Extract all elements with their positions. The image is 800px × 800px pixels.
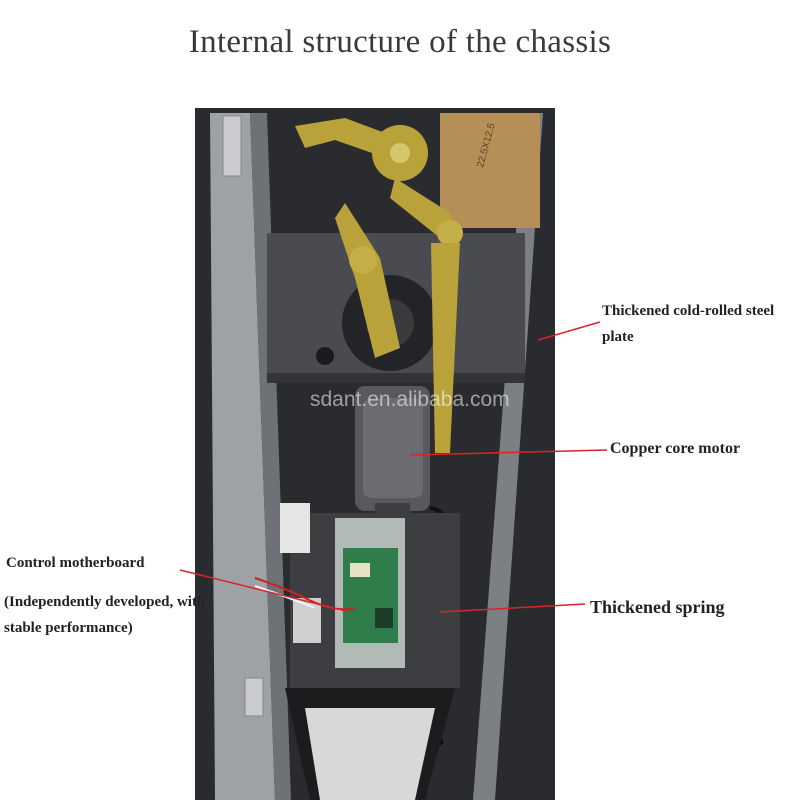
label-spring: Thickened spring <box>590 597 725 617</box>
chassis-photo: 22.5X12.5 <box>195 108 555 800</box>
label-motherboard-note: (Independently developed, with stable pe… <box>4 594 206 636</box>
label-motherboard: Control motherboard <box>6 555 145 571</box>
label-steel-plate: Thickened cold-rolled steel plate <box>602 303 775 345</box>
page-title: Internal structure of the chassis <box>188 24 612 60</box>
watermark: sdant.en.alibaba.com <box>310 388 510 411</box>
label-motor: Copper core motor <box>610 440 741 457</box>
